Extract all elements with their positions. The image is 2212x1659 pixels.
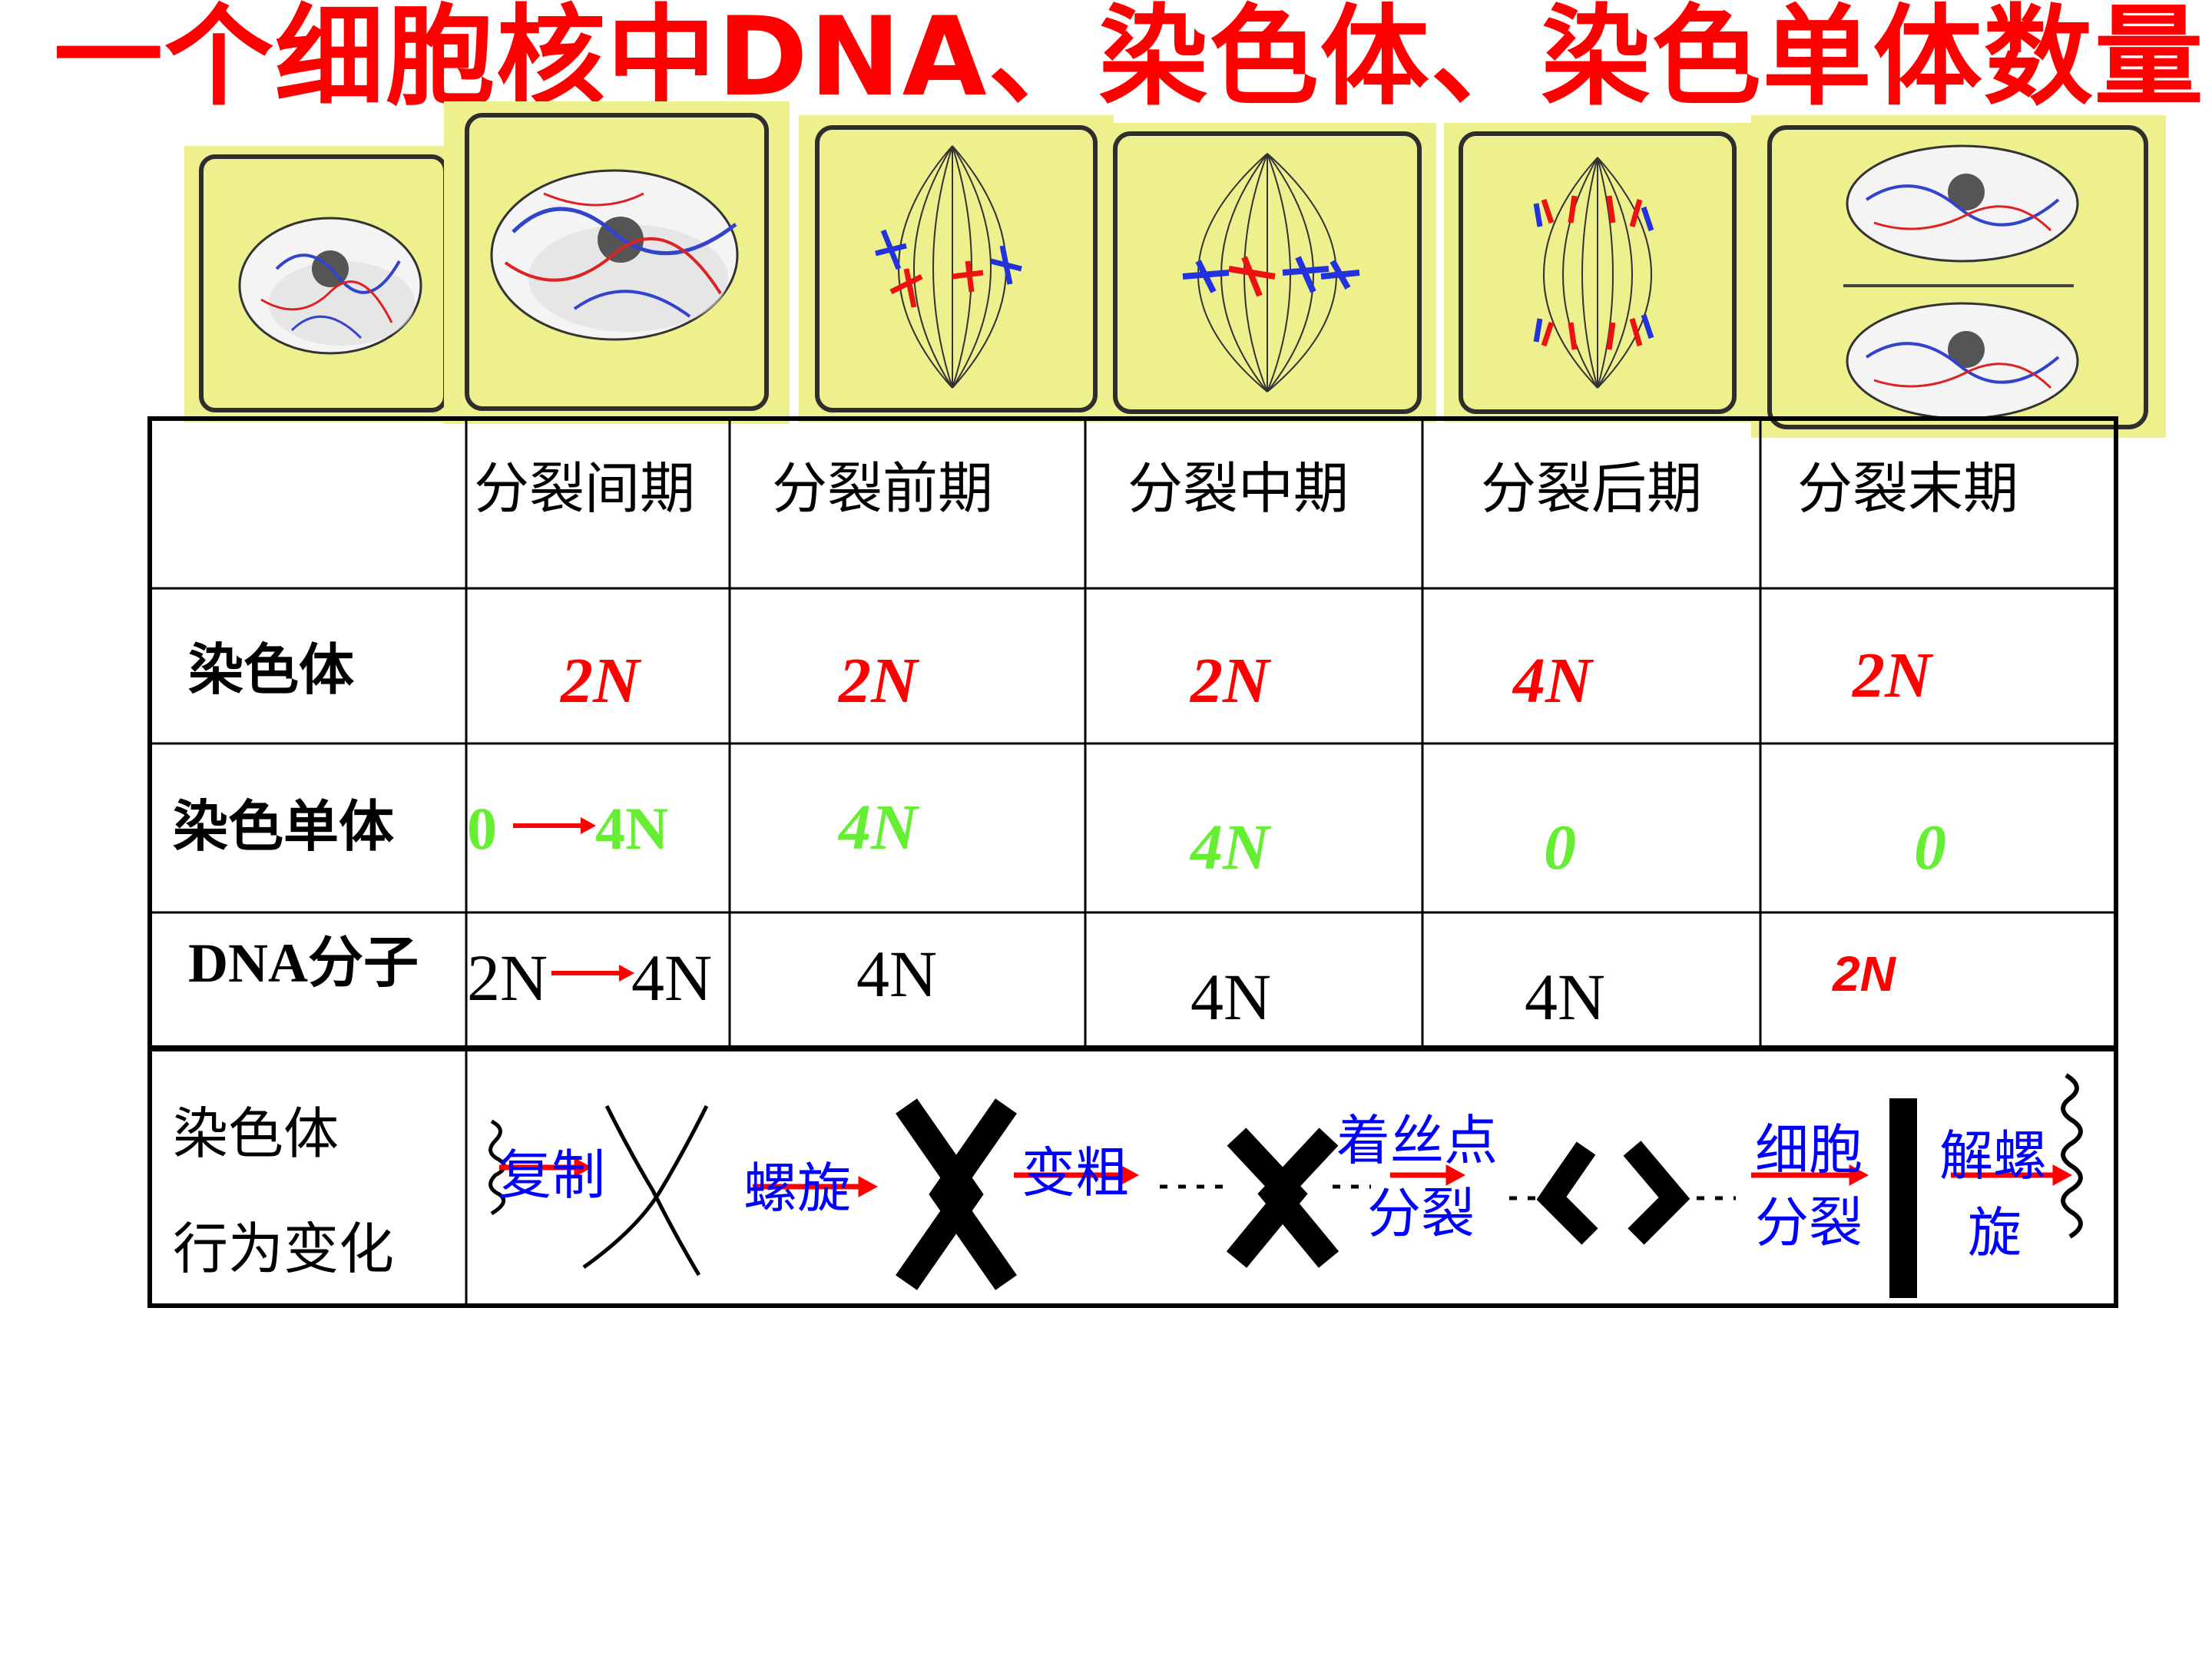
chromosome-x-icon (1226, 1128, 1339, 1268)
header-anaphase: 分裂后期 (1481, 456, 1703, 521)
header-metaphase: 分裂中期 (1128, 456, 1349, 521)
behavior-label-line1: 染色体 (173, 1101, 339, 1166)
step-despiral-label-2: 旋 (1968, 1201, 2022, 1264)
chromosome-interphase-value: 2N (561, 645, 640, 717)
prophase-spindle-icon (799, 115, 1114, 422)
row-label-chromatid: 染色单体 (173, 794, 395, 859)
chromosome-telophase-value: 2N (1853, 640, 1932, 711)
chromatid-prophase-value: 4N (839, 792, 918, 863)
chromosome-behavior-sequence (488, 1073, 2083, 1298)
row-label-dna: DNA分子 (188, 932, 419, 994)
header-interphase: 分裂间期 (474, 456, 696, 521)
chromatid-telophase-value: 0 (1914, 812, 1946, 883)
dna-interphase-from: 2N (467, 941, 548, 1015)
anaphase-spindle-icon (1444, 123, 1751, 422)
dna-prophase-value: 4N (856, 937, 938, 1011)
arrow-right-icon (513, 817, 596, 834)
chromatid-anaphase-value: 0 (1544, 812, 1576, 883)
step-despiral-label-1: 解螺 (1939, 1124, 2047, 1187)
step-centromere-label-1: 着丝点 (1336, 1109, 1498, 1172)
step-replicate-label: 复制 (498, 1144, 605, 1207)
chromatid-interphase-to: 4N (595, 795, 669, 862)
page-title: 一个细胞核中DNA、染色体、染色单体数量 (54, 0, 2205, 121)
interphase-cell-icon (184, 146, 461, 422)
dna-interphase-to: 4N (631, 941, 713, 1015)
step-celldiv-label-1: 细胞 (1755, 1118, 1863, 1181)
prophase-cell-icon (444, 101, 790, 424)
step-spiral-label: 螺旋 (743, 1157, 851, 1220)
step-thicken-label: 变粗 (1022, 1141, 1129, 1204)
chromatid-interphase-from: 0 (467, 795, 497, 862)
header-telophase: 分裂末期 (1797, 456, 2019, 521)
telophase-cell-icon (1751, 115, 2166, 438)
row-label-chromosome: 染色体 (188, 637, 355, 702)
chromosome-prophase-value: 2N (839, 645, 918, 717)
chromosome-anaphase-value: 4N (1513, 645, 1592, 717)
chromatid-metaphase-value: 4N (1190, 812, 1270, 883)
step-centromere-label-2: 分裂 (1367, 1182, 1475, 1245)
chromosome-metaphase-value: 2N (1190, 645, 1270, 717)
chromosome-x-icon (896, 1098, 1017, 1290)
step-celldiv-label-2: 分裂 (1755, 1191, 1863, 1254)
metaphase-spindle-icon (1098, 123, 1436, 422)
dna-metaphase-value: 4N (1190, 960, 1272, 1034)
behavior-label-line2: 行为变化 (173, 1217, 395, 1281)
dna-telophase-value: 2N (1833, 946, 1896, 1002)
arrow-right-icon (551, 965, 634, 982)
header-prophase: 分裂前期 (772, 456, 994, 521)
dna-anaphase-value: 4N (1525, 960, 1606, 1034)
